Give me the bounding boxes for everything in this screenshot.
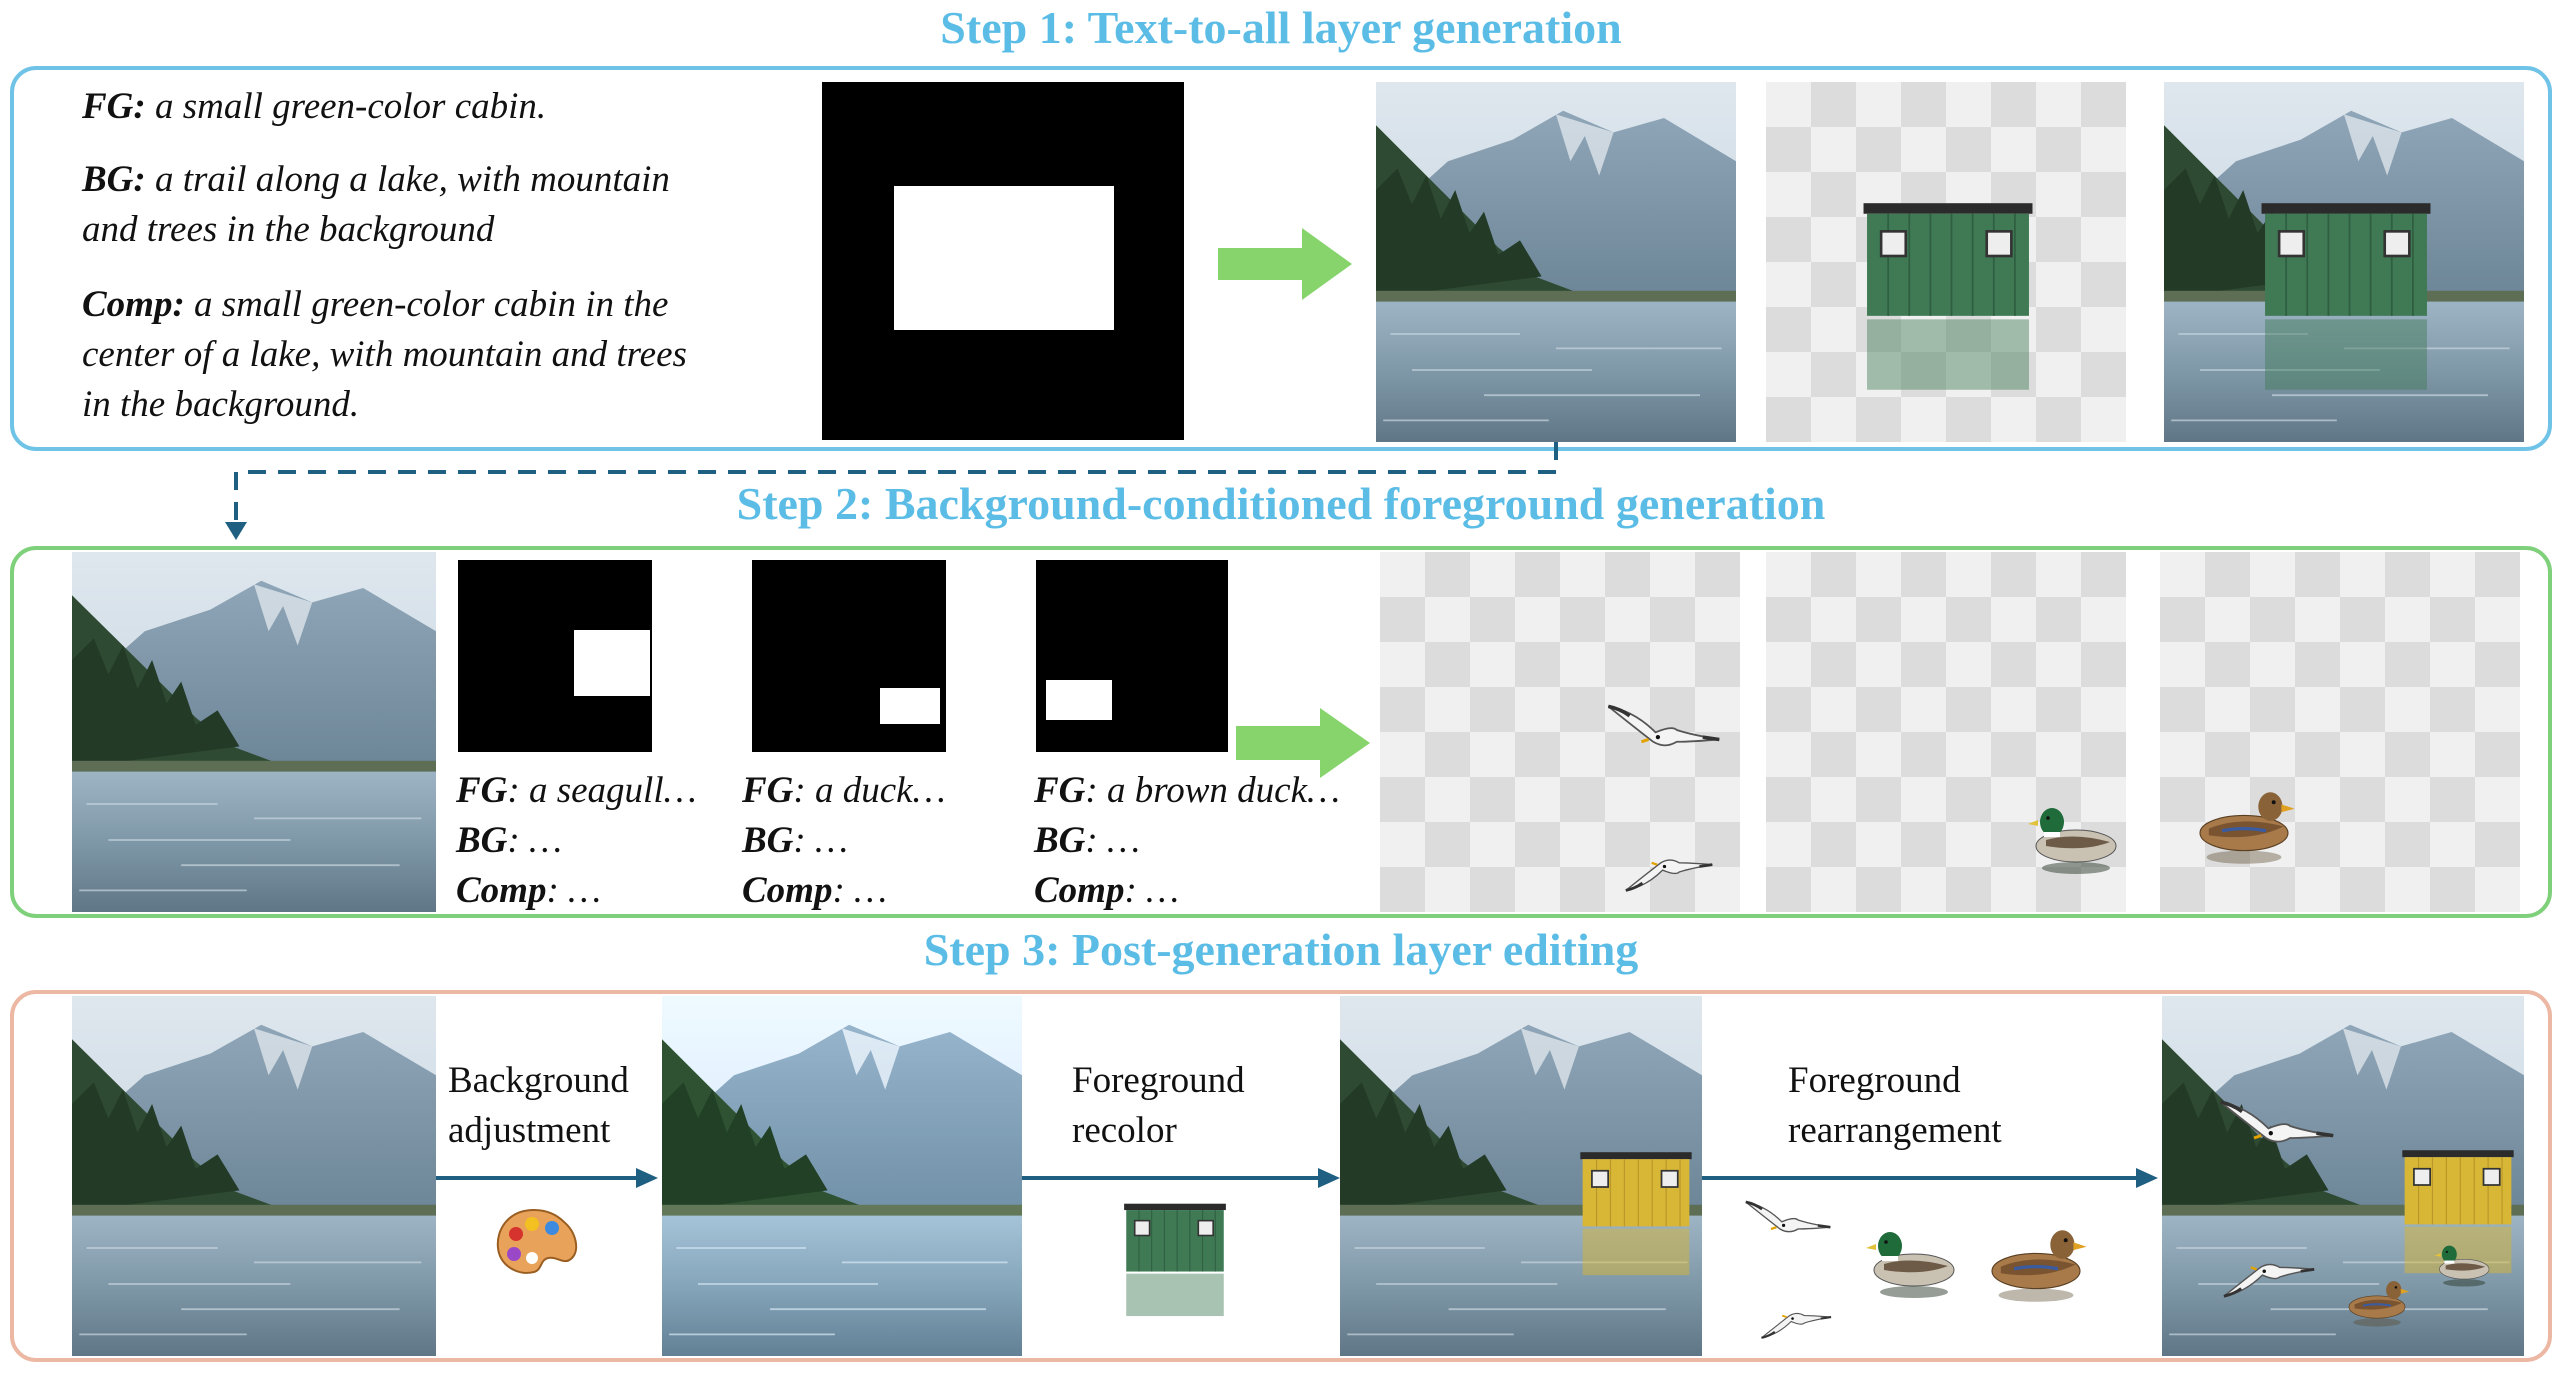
bg-key: BG: — [82, 159, 146, 200]
mallard-duck-icon — [2027, 807, 2117, 875]
step2-mask-2 — [752, 560, 946, 752]
step1-comp-prompt: Comp: a small green-color cabin in the — [82, 280, 668, 330]
step2-prompt-1-bg: BG: … — [456, 816, 562, 866]
brown-duck-icon — [1990, 1228, 2089, 1304]
step3-panel — [10, 990, 2552, 1362]
composite-cabin-icon — [2260, 202, 2432, 392]
seagull-icon — [2218, 1100, 2335, 1144]
step2-brown-duck-layer — [2160, 552, 2520, 912]
step1-comp-prompt-line2: center of a lake, with mountain and tree… — [82, 334, 687, 375]
seagull-reflection-icon — [1624, 858, 1714, 892]
step2-mask-1 — [458, 560, 652, 752]
edit-background-adjustment-line2: adjustment — [448, 1110, 611, 1151]
step2-mask-3 — [1036, 560, 1228, 752]
seagull-reflection-icon — [1760, 1312, 1833, 1339]
fg-text: : a seagull… — [507, 770, 697, 811]
edit-foreground-rearrangement-line2: rearrangement — [1788, 1110, 2002, 1151]
step1-fg-prompt: FG: a small green-color cabin. — [82, 82, 546, 132]
edit-foreground-recolor-line2: recolor — [1072, 1110, 1177, 1151]
step2-seagull-layer — [1380, 552, 1740, 912]
step1-foreground-layer — [1766, 82, 2126, 442]
mask-hole — [1046, 680, 1112, 720]
step2-panel — [10, 546, 2552, 918]
bg-text: : … — [507, 820, 562, 861]
step2-prompt-3-comp: Comp: … — [1034, 866, 1179, 916]
bg-key: BG — [1034, 820, 1086, 861]
green-cabin-icon — [1123, 1202, 1227, 1317]
bg-key: BG — [456, 820, 508, 861]
step1-composite-image — [2164, 82, 2524, 442]
mask-hole — [894, 186, 1114, 330]
fg-text: : a brown duck… — [1085, 770, 1340, 811]
step2-prompt-3-fg: FG: a brown duck… — [1034, 766, 1340, 816]
brown-duck-icon — [2198, 790, 2297, 866]
mallard-duck-icon — [1865, 1231, 1955, 1299]
bg-key: BG — [742, 820, 794, 861]
step2-title: Step 2: Background-conditioned foregroun… — [736, 478, 1826, 529]
step3-recolored-composite — [1340, 996, 1702, 1356]
step2-duck-layer — [1766, 552, 2126, 912]
fg-key: FG — [742, 770, 794, 811]
brown-duck-icon — [2347, 1280, 2411, 1328]
step2-prompt-3-bg: BG: … — [1034, 816, 1140, 866]
step1-background-image — [1376, 82, 1736, 442]
fg-key: FG — [1034, 770, 1086, 811]
mask-hole — [574, 630, 650, 696]
fg-text: a small green-color cabin. — [145, 86, 547, 127]
bg-text: : … — [1085, 820, 1140, 861]
bg-text: : … — [793, 820, 848, 861]
step2-background-image — [72, 552, 436, 912]
step3-original-background — [72, 996, 436, 1356]
step3-title: Step 3: Post-generation layer editing — [923, 924, 1639, 975]
step2-prompt-2-bg: BG: … — [742, 816, 848, 866]
edit-foreground-rearrangement-line1: Foreground — [1788, 1060, 1961, 1101]
comp-key: Comp — [1034, 870, 1125, 911]
fg-text: : a duck… — [793, 770, 946, 811]
fg-key: FG — [456, 770, 508, 811]
comp-text-line1: a small green-color cabin in the — [184, 284, 669, 325]
step1-comp-prompt-line3: in the background. — [82, 384, 360, 425]
step1-bg-prompt-line2: and trees in the background — [82, 209, 495, 250]
step1-bg-prompt: BG: a trail along a lake, with mountain — [82, 155, 670, 205]
yellow-cabin-icon — [1579, 1151, 1693, 1277]
blue-arrow-1 — [436, 1168, 658, 1188]
step2-prompt-1-comp: Comp: … — [456, 866, 601, 916]
step2-prompt-2-fg: FG: a duck… — [742, 766, 945, 816]
seagull-icon — [1744, 1200, 1832, 1234]
mask-hole — [880, 688, 940, 724]
comp-key: Comp — [742, 870, 833, 911]
step3-rearranged-composite — [2162, 996, 2524, 1356]
green-arrow-step1 — [1218, 228, 1352, 300]
comp-key: Comp: — [82, 284, 185, 325]
edit-foreground-recolor-line1: Foreground — [1072, 1060, 1245, 1101]
comp-text: : … — [1124, 870, 1179, 911]
seagull-reflection-icon — [2222, 1263, 2316, 1298]
seagull-icon — [1606, 704, 1722, 748]
bg-text-line1: a trail along a lake, with mountain — [145, 159, 670, 200]
step2-prompt-2-comp: Comp: … — [742, 866, 887, 916]
comp-text: : … — [546, 870, 601, 911]
green-arrow-step2 — [1236, 708, 1370, 778]
blue-arrow-3 — [1702, 1168, 2158, 1188]
palette-icon — [496, 1208, 578, 1274]
step1-title: Step 1: Text-to-all layer generation — [940, 2, 1622, 53]
green-cabin-icon — [1862, 202, 2034, 392]
comp-text: : … — [832, 870, 887, 911]
mallard-duck-icon — [2434, 1245, 2490, 1287]
comp-key: Comp — [456, 870, 547, 911]
step2-prompt-1-fg: FG: a seagull… — [456, 766, 697, 816]
blue-arrow-2 — [1022, 1168, 1340, 1188]
fg-key: FG: — [82, 86, 146, 127]
edit-background-adjustment-line1: Background — [448, 1060, 629, 1101]
dashed-connector-arrow — [225, 442, 1558, 540]
step1-panel — [10, 66, 2552, 451]
step1-mask — [822, 82, 1184, 440]
step3-adjusted-background — [662, 996, 1022, 1356]
